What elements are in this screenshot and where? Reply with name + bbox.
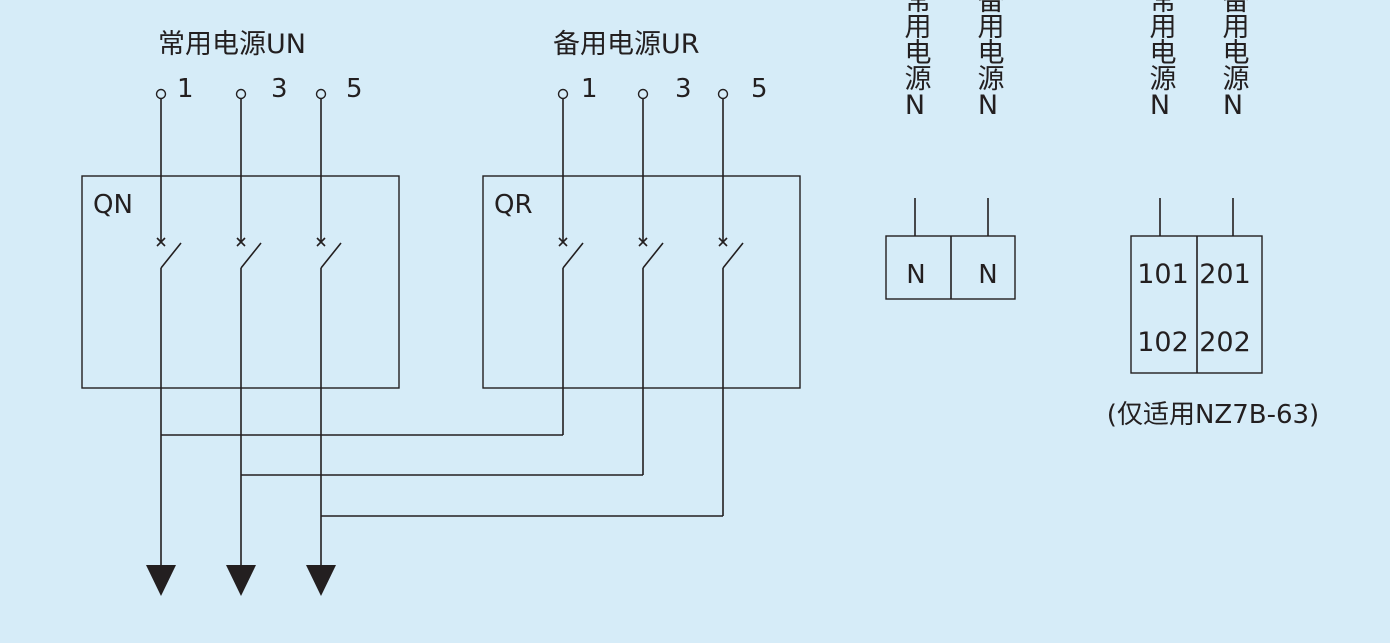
neutral-cell-normal: N bbox=[906, 260, 925, 290]
breaker-qn-label: QN bbox=[93, 190, 133, 220]
aux-cell-101: 101 bbox=[1137, 259, 1189, 290]
breaker-qr-label: QR bbox=[494, 190, 533, 220]
normal-pole-1 bbox=[156, 98, 182, 566]
normal-pole-3 bbox=[236, 98, 262, 566]
aux-reserve-label: 备用电源N bbox=[1218, 0, 1250, 120]
breaker-qr-box bbox=[482, 175, 801, 389]
reserve-supply-title: 备用电源UR bbox=[553, 29, 700, 60]
normal-terminal-1 bbox=[155, 88, 167, 100]
reserve-terminal-3-label: 3 bbox=[675, 74, 692, 104]
aux-cell-201: 201 bbox=[1199, 259, 1251, 290]
reserve-pole-1 bbox=[558, 98, 584, 435]
reserve-terminal-3 bbox=[637, 88, 649, 100]
neutral-reserve-label: 备用电源N bbox=[973, 0, 1005, 120]
reserve-pole-3 bbox=[638, 98, 664, 475]
reserve-terminal-1 bbox=[557, 88, 569, 100]
neutral-normal-label: 常用电源N bbox=[900, 0, 932, 120]
normal-terminal-3-label: 3 bbox=[271, 74, 288, 104]
neutral-cell-reserve: N bbox=[978, 260, 997, 290]
load-arrow-1 bbox=[146, 565, 176, 596]
normal-pole-5 bbox=[316, 98, 342, 566]
reserve-pole-5 bbox=[718, 98, 744, 516]
aux-applicability-note: (仅适用NZ7B-63) bbox=[1107, 400, 1319, 430]
normal-supply-title: 常用电源UN bbox=[158, 29, 306, 60]
aux-cell-202: 202 bbox=[1199, 327, 1251, 358]
reserve-terminal-1-label: 1 bbox=[581, 74, 598, 104]
reserve-terminal-5-label: 5 bbox=[751, 74, 768, 104]
reserve-terminal-5 bbox=[717, 88, 729, 100]
normal-terminal-5-label: 5 bbox=[346, 74, 363, 104]
normal-terminal-1-label: 1 bbox=[177, 74, 194, 104]
aux-cell-102: 102 bbox=[1137, 327, 1189, 358]
normal-terminal-5 bbox=[315, 88, 327, 100]
aux-normal-label: 常用电源N bbox=[1145, 0, 1177, 120]
normal-terminal-3 bbox=[235, 88, 247, 100]
load-arrow-3 bbox=[226, 565, 256, 596]
load-arrow-5 bbox=[306, 565, 336, 596]
